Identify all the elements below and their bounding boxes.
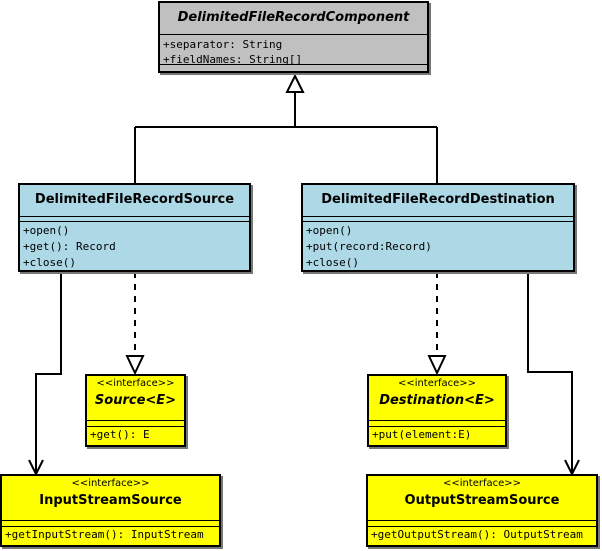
method: +get(): Record <box>23 240 116 253</box>
attribute: +fieldNames: String[] <box>163 53 303 66</box>
interface-source[interactable]: <<interface>> Source<E> +get(): E <box>85 374 186 447</box>
interface-header: <<interface>> OutputStreamSource <box>368 476 596 520</box>
interface-header: <<interface>> Source<E> <box>87 376 184 420</box>
interface-name: Source<E> <box>94 393 177 408</box>
operations-section: +put(element:E) <box>369 426 505 443</box>
attribute: +separator: String <box>163 38 283 51</box>
operations-section: +open() +put(record:Record) +close() <box>303 221 573 271</box>
generalization-arrowhead <box>285 73 305 93</box>
operations-section: +get(): E <box>87 426 184 443</box>
stereotype-label: <<interface>> <box>442 478 522 489</box>
interface-header: <<interface>> Destination<E> <box>369 376 505 420</box>
interface-name: Destination<E> <box>379 393 495 408</box>
operations-section: +getOutputStream(): OutputStream <box>368 526 596 543</box>
class-delimited-file-record-source[interactable]: DelimitedFileRecordSource +open() +get()… <box>18 183 251 272</box>
method: +getOutputStream(): OutputStream <box>371 528 583 541</box>
realization-arrowhead-destination <box>427 355 447 376</box>
interface-output-stream-source[interactable]: <<interface>> OutputStreamSource +getOut… <box>366 474 598 547</box>
realization-arrowhead-source <box>125 355 145 376</box>
attributes-section <box>2 520 219 526</box>
association-edge-input <box>28 272 62 477</box>
class-delimited-file-record-destination[interactable]: DelimitedFileRecordDestination +open() +… <box>301 183 575 272</box>
method: +open() <box>23 224 70 237</box>
realization-edge-source <box>125 272 145 376</box>
method: +close() <box>23 256 76 269</box>
class-delimited-file-record-component[interactable]: DelimitedFileRecordComponent +separator:… <box>158 1 429 73</box>
method: +get(): E <box>90 428 150 441</box>
class-name: DelimitedFileRecordDestination <box>321 192 555 207</box>
interface-destination[interactable]: <<interface>> Destination<E> +put(elemen… <box>367 374 507 447</box>
operations-section: +getInputStream(): InputStream <box>2 526 219 543</box>
interface-header: <<interface>> InputStreamSource <box>2 476 219 520</box>
interface-name: InputStreamSource <box>39 493 182 508</box>
attributes-section <box>20 216 249 221</box>
stereotype-label: <<interface>> <box>96 378 175 389</box>
method: +open() <box>306 224 353 237</box>
interface-input-stream-source[interactable]: <<interface>> InputStreamSource +getInpu… <box>0 474 221 547</box>
attributes-section <box>368 520 596 526</box>
class-name: DelimitedFileRecordSource <box>34 192 235 207</box>
stereotype-label: <<interface>> <box>397 378 477 389</box>
method: +getInputStream(): InputStream <box>5 528 204 541</box>
class-name: DelimitedFileRecordComponent <box>177 10 410 25</box>
operations-section: +open() +get(): Record +close() <box>20 221 249 271</box>
attributes-section <box>87 420 184 426</box>
attributes-section <box>303 216 573 221</box>
method: +put(element:E) <box>372 428 472 441</box>
method: +close() <box>306 256 359 269</box>
attributes-section <box>369 420 505 426</box>
realization-edge-destination <box>427 272 447 376</box>
method: +put(record:Record) <box>306 240 432 253</box>
generalization-edge <box>134 73 438 183</box>
interface-name: OutputStreamSource <box>404 493 560 508</box>
association-edge-output <box>527 272 580 477</box>
stereotype-label: <<interface>> <box>71 478 150 489</box>
operations-section <box>160 64 427 71</box>
attributes-section: +separator: String +fieldNames: String[] <box>160 34 427 66</box>
